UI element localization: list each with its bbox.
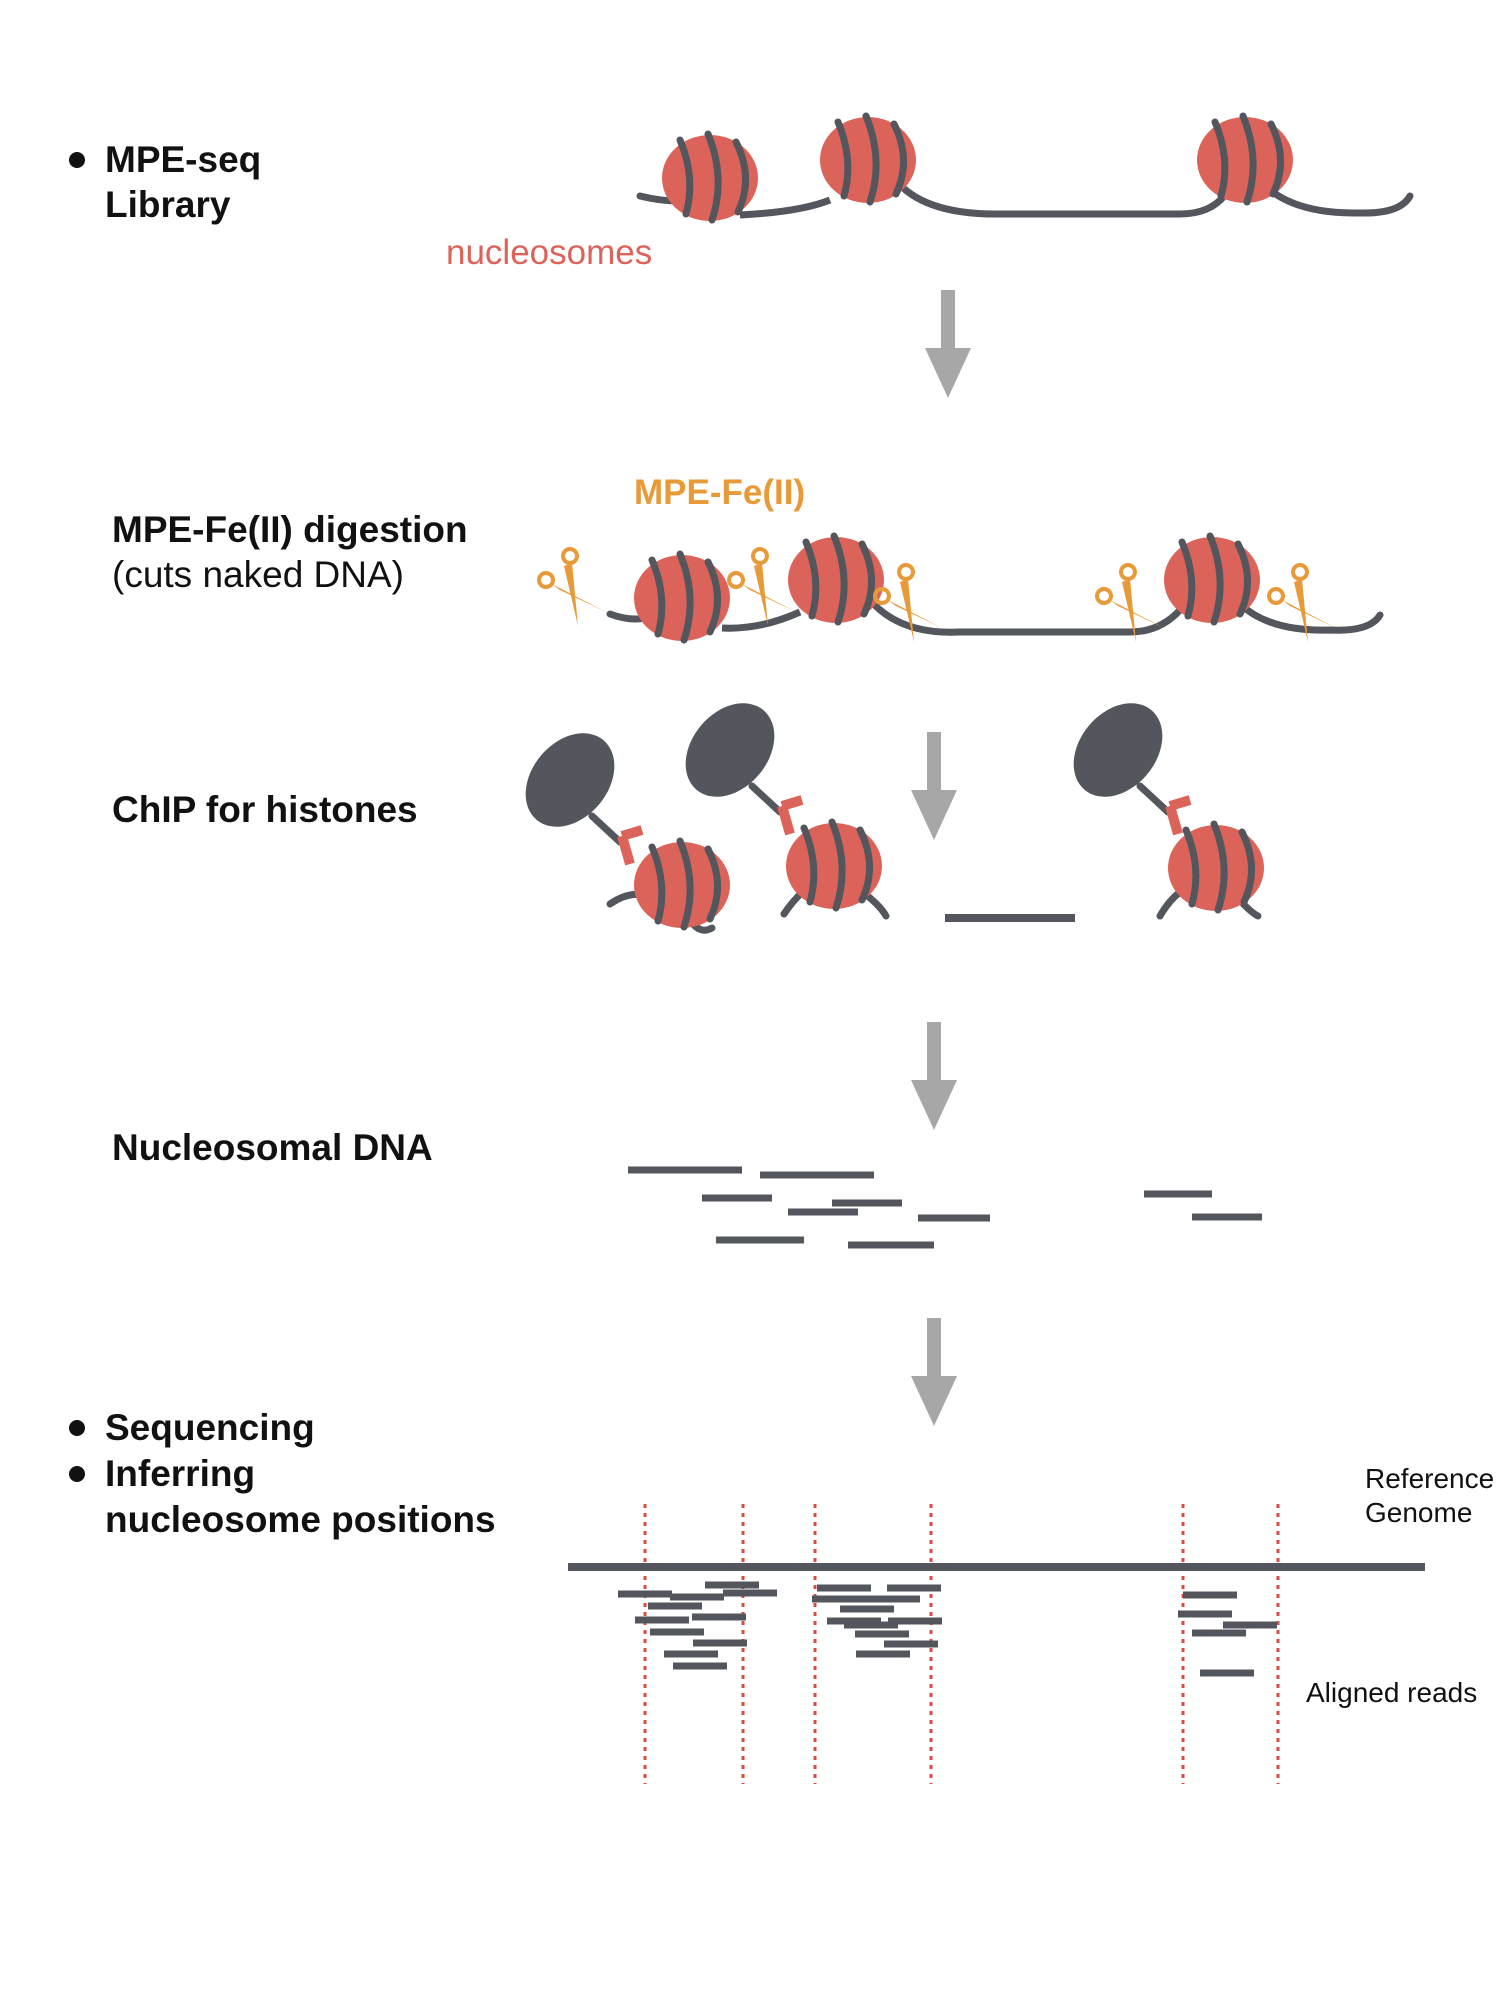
inferring-bullet-line2: nucleosome positions bbox=[105, 1499, 496, 1540]
nucleosome bbox=[1197, 116, 1293, 203]
bullet-icon bbox=[69, 1466, 85, 1482]
arrow-down-icon bbox=[925, 290, 971, 398]
dna-strand bbox=[739, 196, 832, 219]
aligned-reads-label: Aligned reads bbox=[1306, 1677, 1477, 1708]
library-title-line2: Library bbox=[105, 184, 231, 225]
nucleosome bbox=[634, 841, 730, 928]
dna-strand bbox=[867, 597, 1183, 636]
nucleosome bbox=[634, 554, 730, 641]
reference-genome-label-line1: Reference bbox=[1365, 1463, 1494, 1494]
nucleosome bbox=[1164, 536, 1260, 623]
nucleosome bbox=[820, 116, 916, 203]
aligned-reads bbox=[618, 1581, 1277, 1677]
antibody-icon bbox=[667, 686, 802, 834]
nucleosome-position-lines bbox=[643, 1504, 1280, 1784]
arrow-down-icon bbox=[911, 1022, 957, 1130]
sequencing-bullet: Sequencing bbox=[105, 1407, 315, 1448]
dna-strand bbox=[721, 608, 802, 632]
arrow-down-icon bbox=[911, 732, 957, 840]
bullet-icon bbox=[69, 1420, 85, 1436]
dna-strand bbox=[1266, 186, 1414, 217]
nucleosome bbox=[788, 536, 884, 623]
arrow-down-icon bbox=[911, 1318, 957, 1426]
nucleosome bbox=[1168, 824, 1264, 911]
chip-title: ChIP for histones bbox=[112, 789, 418, 830]
bullet-icon bbox=[69, 152, 85, 168]
nucleosome bbox=[662, 134, 758, 221]
digestion-title: MPE-Fe(II) digestion bbox=[112, 509, 468, 550]
nucleosomes-label: nucleosomes bbox=[446, 233, 652, 272]
nucleosomal-dna-title: Nucleosomal DNA bbox=[112, 1127, 433, 1168]
dna-strand bbox=[1236, 600, 1384, 634]
dna-fragments bbox=[628, 1166, 1262, 1249]
mpe-fe-label: MPE-Fe(II) bbox=[634, 473, 805, 512]
inferring-bullet-line1: Inferring bbox=[105, 1453, 255, 1494]
dna-strand bbox=[897, 182, 1228, 218]
antibody-icon bbox=[507, 716, 642, 864]
digestion-subtitle: (cuts naked DNA) bbox=[112, 554, 404, 595]
scissors-icon bbox=[537, 547, 608, 628]
antibody-icon bbox=[1055, 686, 1190, 834]
library-title-line1: MPE-seq bbox=[105, 139, 261, 180]
reference-genome-label-line2: Genome bbox=[1365, 1497, 1472, 1528]
nucleosome bbox=[786, 822, 882, 909]
